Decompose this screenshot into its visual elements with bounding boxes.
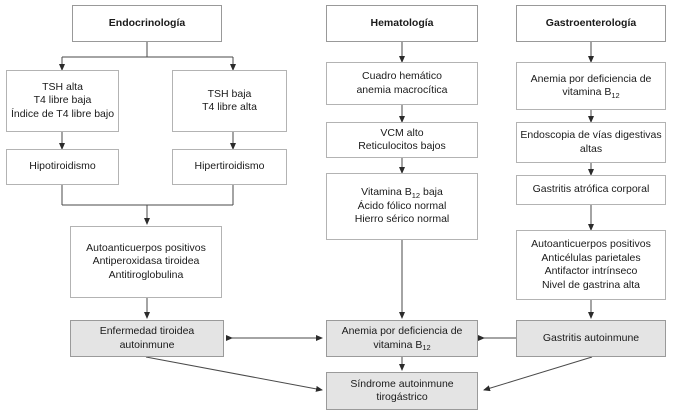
node-endocrinologia-header[interactable]: Endocrinología [72,5,222,42]
node-label: Hematología [370,16,434,29]
node-line-2: vitamina B12 [373,339,430,353]
node-gastritis-atrofica[interactable]: Gastritis atrófica corporal [516,175,666,205]
node-tsh-baja[interactable]: TSH baja T4 libre alta [172,70,287,132]
node-line-2: vitamina B12 [562,86,619,100]
node-line-2: altas [579,142,603,155]
node-tsh-alta[interactable]: TSH alta T4 libre baja Índice de T4 libr… [6,70,119,132]
vitb12-suffix: baja [420,186,443,199]
node-line-3: Hierro sérico normal [354,213,450,226]
node-line-2: T4 libre alta [202,101,257,113]
vitb12-subscript: 12 [411,190,421,200]
node-autoanticuerpos-tiroideos[interactable]: Autoanticuerpos positivos Antiperoxidasa… [70,226,222,298]
node-line-2: Ácido fólico normal [357,199,447,212]
node-anemia-b12-gastro[interactable]: Anemia por deficiencia de vitamina B12 [516,62,666,110]
gastro-anemia-prefix: vitamina B [562,86,612,98]
node-sindrome-autoinmune-tirogastrico[interactable]: Síndrome autoinmune tirogástrico [326,372,478,410]
node-label: Gastroenterología [545,16,637,29]
node-line-1: Cuadro hemático [362,70,442,82]
node-label: Hipertiroidismo [194,160,265,173]
node-hematologia-header[interactable]: Hematología [326,5,478,42]
node-vitamina-b12-baja[interactable]: Vitamina B12 baja Ácido fólico normal Hi… [326,173,478,240]
node-label: Hipotiroidismo [29,160,96,173]
node-line-1: Autoanticuerpos positivos [86,241,206,254]
node-line-1: TSH alta [42,80,83,93]
anemia-prefix: vitamina B [373,338,423,351]
node-line-2: T4 libre baja [33,94,92,107]
vitb12-prefix: Vitamina B [361,186,412,199]
node-label: Endocrinología [108,16,186,29]
node-line-2: Reticulocitos bajos [358,140,446,152]
node-hipotiroidismo[interactable]: Hipotiroidismo [6,149,119,185]
node-line-1: Anemia por deficiencia de [341,325,463,337]
node-gastritis-autoinmune[interactable]: Gastritis autoinmune [516,320,666,357]
gastro-anemia-subscript: 12 [611,90,620,100]
node-line-2: Anticélulas parietales [541,251,641,264]
node-line-3: Índice de T4 libre bajo [10,107,115,120]
node-line-1: Endoscopia de vías digestivas [520,129,662,141]
node-line-2: anemia macrocítica [356,83,448,96]
node-label: Enfermedad tiroidea autoinmune [99,325,195,351]
node-endoscopia[interactable]: Endoscopia de vías digestivas altas [516,122,666,163]
node-line-1: Autoanticuerpos positivos [531,238,651,250]
node-line-1: Vitamina B12 baja [361,186,443,200]
node-label: Gastritis autoinmune [542,331,640,344]
node-vcm-alto[interactable]: VCM alto Reticulocitos bajos [326,122,478,158]
edge-enfermedad-to-sindrome [145,356,323,392]
node-enfermedad-tiroidea-autoinmune[interactable]: Enfermedad tiroidea autoinmune [70,320,224,357]
edge-gastritis-to-sindrome [483,356,593,392]
node-line-1: VCM alto [380,126,424,139]
node-label: Gastritis atrófica corporal [532,183,650,196]
node-line-3: Antitiroglobulina [108,268,184,281]
node-line-3: Antifactor intrínseco [544,265,638,277]
node-gastroenterologia-header[interactable]: Gastroenterología [516,5,666,42]
node-autoanticuerpos-gastricos[interactable]: Autoanticuerpos positivos Anticélulas pa… [516,230,666,300]
node-line-2: tirogástrico [376,391,428,403]
node-anemia-deficiencia-b12[interactable]: Anemia por deficiencia de vitamina B12 [326,320,478,357]
anemia-subscript: 12 [422,343,431,352]
node-line-4: Nivel de gastrina alta [541,278,641,291]
node-line-1: TSH baja [207,87,252,100]
node-cuadro-hematico[interactable]: Cuadro hemático anemia macrocítica [326,62,478,105]
node-line-1: Síndrome autoinmune [350,377,454,390]
node-line-2: Antiperoxidasa tiroidea [92,255,200,268]
node-hipertiroidismo[interactable]: Hipertiroidismo [172,149,287,185]
node-line-1: Anemia por deficiencia de [530,72,652,85]
